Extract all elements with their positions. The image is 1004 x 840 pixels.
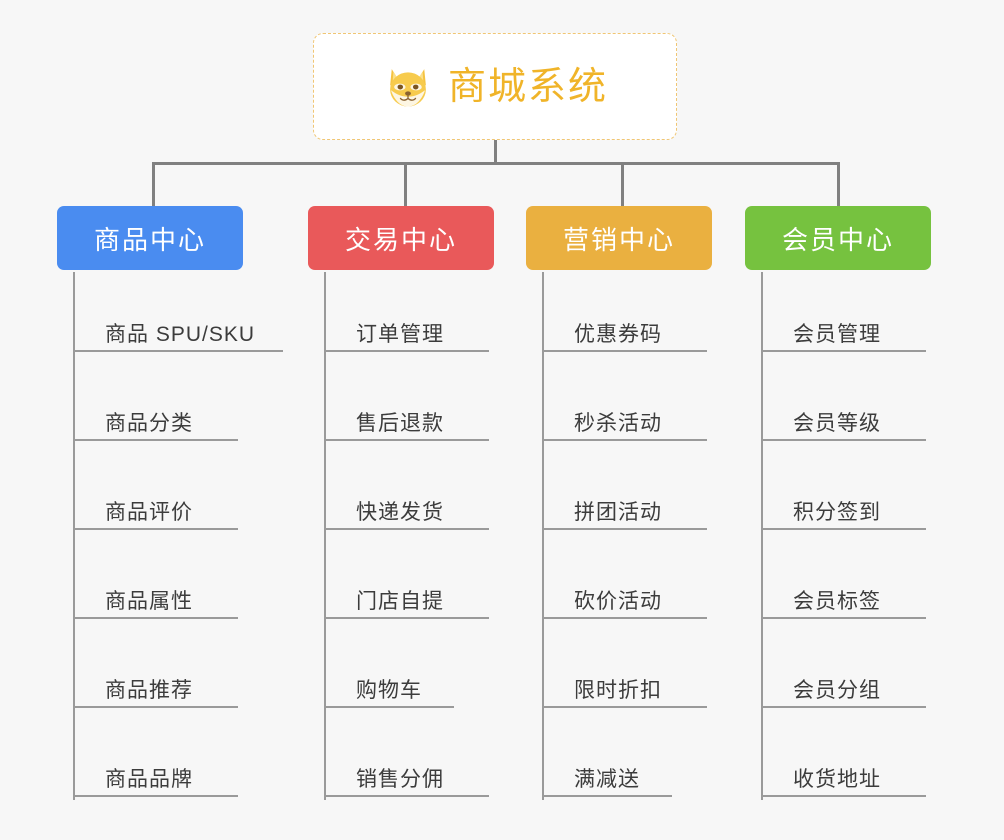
branch-trunk-4 [761,272,763,800]
leaf-label: 满减送 [574,768,640,791]
leaf-label: 会员管理 [793,323,881,346]
leaf-label: 销售分佣 [356,768,444,791]
category-box-2[interactable]: 交易中心 [308,206,494,270]
leaf-label: 快递发货 [356,501,444,524]
leaf-rule [324,528,489,530]
leaf-rule [761,795,926,797]
leaf-label: 购物车 [356,679,422,702]
leaf-rule [761,439,926,441]
leaf-rule [324,350,489,352]
leaf-rule [324,439,489,441]
leaf-label: 售后退款 [356,412,444,435]
category-label: 交易中心 [344,224,457,255]
leaf-label: 商品分类 [105,412,193,435]
leaf-label: 商品推荐 [105,679,193,702]
shiba-dog-emoji [390,68,426,108]
leaf-rule [542,439,707,441]
leaf-label: 优惠券码 [574,323,662,346]
leaf-rule [542,350,707,352]
leaf-rule [73,439,238,441]
leaf-label: 商品 SPU/SKU [105,323,256,346]
connector-bus-bar [152,162,838,165]
leaf-label: 限时折扣 [574,679,662,702]
category-box-3[interactable]: 营销中心 [526,206,712,270]
leaf-rule [761,617,926,619]
leaf-label: 砍价活动 [574,590,662,613]
leaf-label: 商品评价 [105,501,193,524]
leaf-rule [324,706,454,708]
leaf-rule [324,795,489,797]
leaf-rule [761,528,926,530]
leaf-rule [73,350,283,352]
root-node[interactable]: 商城系统 [313,33,677,140]
leaf-label: 商品属性 [105,590,193,613]
connector-root-stem [494,140,497,164]
leaf-rule [73,528,238,530]
leaf-rule [73,617,238,619]
branch-trunk-3 [542,272,544,800]
connector-drop-1 [152,162,155,208]
category-box-1[interactable]: 商品中心 [57,206,243,270]
leaf-label: 收货地址 [793,768,881,791]
category-label: 营销中心 [562,224,675,255]
leaf-label: 会员分组 [793,679,881,702]
connector-drop-3 [621,162,624,208]
leaf-label: 会员标签 [793,590,881,613]
connector-drop-2 [404,162,407,208]
branch-trunk-1 [73,272,75,800]
leaf-rule [73,706,238,708]
leaf-label: 门店自提 [356,590,444,613]
leaf-label: 秒杀活动 [574,412,662,435]
leaf-label: 积分签到 [793,501,881,524]
leaf-label: 订单管理 [356,323,444,346]
leaf-rule [542,795,672,797]
root-title: 商城系统 [447,65,608,108]
connector-drop-4 [837,162,840,208]
category-box-4[interactable]: 会员中心 [745,206,931,270]
branch-trunk-2 [324,272,326,800]
leaf-rule [761,350,926,352]
category-label: 会员中心 [781,224,894,255]
leaf-rule [324,617,489,619]
leaf-label: 会员等级 [793,412,881,435]
leaf-rule [542,706,707,708]
leaf-rule [542,528,707,530]
category-label: 商品中心 [93,224,206,255]
leaf-rule [761,706,926,708]
leaf-label: 拼团活动 [574,501,662,524]
leaf-label: 商品品牌 [105,768,193,791]
leaf-rule [73,795,238,797]
leaf-rule [542,617,707,619]
